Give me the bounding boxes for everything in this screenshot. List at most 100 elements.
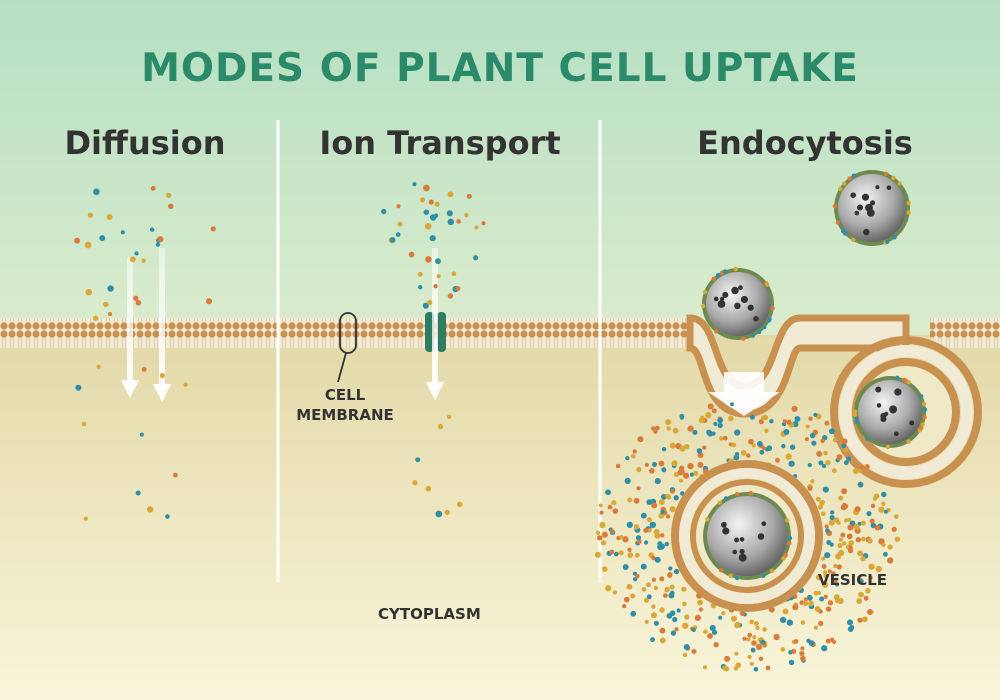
cargo-surface-particle — [885, 444, 891, 450]
particle — [827, 569, 832, 574]
cargo-pore — [739, 548, 745, 555]
particle — [659, 627, 666, 634]
particle — [150, 185, 156, 191]
particle — [415, 457, 421, 463]
cargo-surface-particle — [761, 573, 766, 578]
particle — [624, 477, 631, 484]
particle — [682, 652, 688, 658]
cargo-surface-particle — [734, 575, 740, 580]
particle — [748, 438, 754, 445]
cargo-pore — [713, 296, 719, 302]
cell-membrane-label-line1: CELL — [324, 386, 366, 404]
endocytosis-arrow — [708, 372, 780, 416]
particle — [815, 496, 821, 502]
particle — [755, 643, 763, 651]
particle — [805, 424, 810, 429]
particle — [646, 499, 653, 505]
vesicle-label: VESICLE — [818, 571, 888, 589]
particle — [859, 465, 864, 470]
particle — [165, 514, 170, 519]
cargo-surface-particle — [769, 568, 775, 574]
particle — [825, 459, 831, 466]
particle — [734, 621, 741, 629]
particle — [824, 552, 831, 559]
particle — [687, 425, 694, 432]
particle — [824, 524, 829, 529]
particle — [758, 419, 764, 425]
particle — [846, 533, 853, 540]
particle — [894, 536, 901, 542]
particle — [682, 622, 689, 629]
particle — [626, 583, 633, 590]
cargo-surface-particle — [906, 200, 911, 206]
particle — [868, 575, 873, 580]
particle — [867, 538, 873, 544]
particle — [622, 564, 629, 570]
particle — [864, 464, 870, 470]
particle — [840, 532, 846, 538]
particle — [205, 298, 213, 305]
cargo-pore — [866, 209, 875, 217]
particle — [165, 192, 172, 198]
particle — [389, 237, 396, 243]
particle — [435, 510, 443, 518]
particle — [676, 608, 681, 613]
particle — [825, 528, 830, 533]
particle — [646, 517, 653, 523]
particle — [865, 588, 871, 594]
particle — [860, 556, 866, 562]
particle — [635, 535, 642, 541]
particle — [836, 454, 843, 460]
particle — [412, 480, 418, 486]
particle — [698, 417, 705, 424]
particle — [666, 494, 672, 500]
particle — [779, 616, 787, 624]
particle — [800, 646, 805, 651]
particle — [842, 541, 847, 546]
particle — [649, 468, 655, 474]
particle — [823, 594, 828, 599]
particle — [822, 486, 829, 493]
panel-title-ion-transport: Ion Transport — [319, 124, 561, 162]
particle — [722, 665, 729, 672]
particle — [847, 524, 854, 531]
cargo-surface-particle — [714, 329, 719, 334]
particle — [717, 417, 723, 424]
particle — [92, 315, 99, 321]
particle — [728, 415, 734, 422]
particle — [713, 642, 719, 648]
particle — [694, 614, 702, 622]
particle — [863, 595, 869, 601]
particle — [729, 402, 735, 407]
particle — [631, 454, 636, 459]
diffusion-arrow-2 — [153, 248, 171, 402]
particle — [803, 600, 809, 607]
particle — [881, 501, 886, 506]
particle — [609, 549, 615, 555]
particle — [855, 537, 861, 543]
particle — [660, 533, 665, 538]
particle — [846, 456, 852, 462]
particle — [800, 620, 806, 625]
particle — [751, 640, 757, 646]
cargo-surface-particle — [854, 419, 859, 424]
particle — [782, 608, 789, 615]
particle — [820, 511, 826, 517]
cargo-surface-particle — [921, 402, 927, 407]
particle — [709, 624, 716, 632]
particle — [654, 478, 661, 485]
cargo-surface-particle — [885, 239, 890, 244]
particle — [429, 235, 436, 242]
cargo-pore — [731, 286, 739, 295]
particle — [668, 592, 675, 599]
particle — [417, 271, 423, 277]
cargo-surface-particle — [757, 329, 762, 335]
particle — [669, 442, 676, 449]
particle — [858, 591, 864, 598]
particle — [852, 468, 859, 475]
particle — [626, 521, 633, 529]
extracellular-background — [0, 0, 1000, 335]
particle — [746, 637, 751, 642]
particle — [428, 199, 434, 205]
particle — [762, 627, 767, 632]
